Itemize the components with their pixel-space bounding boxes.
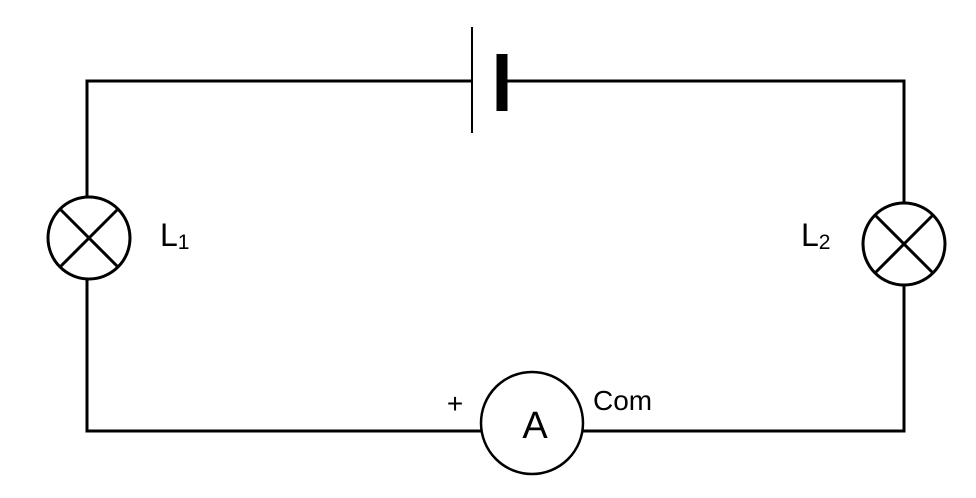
lamp-l2-letter: L [801,217,819,253]
wire-bottom-right [583,286,906,433]
ammeter-common-terminal: Com [593,385,652,416]
lamp-l2-subscript: 2 [819,231,831,254]
wire-top-left [85,79,472,197]
ammeter: A [479,370,585,476]
wire-top-right [503,79,906,203]
lamp-l1 [46,195,132,281]
ammeter-circle [479,370,585,476]
wire-bottom-left [85,280,481,433]
battery-cell [471,27,508,133]
circuit-wires [85,79,906,433]
lamp-l1-subscript: 1 [178,231,190,254]
lamp-l1-label: L1 [160,217,189,254]
lamp-l1-cross-b [58,207,120,269]
ammeter-positive-terminal: + [447,388,463,419]
lamp-l2-cross-b [873,213,935,275]
lamp-l1-letter: L [160,217,178,253]
lamp-l2 [861,201,947,287]
ammeter-symbol: A [522,405,548,447]
lamp-l2-label: L2 [801,217,830,254]
